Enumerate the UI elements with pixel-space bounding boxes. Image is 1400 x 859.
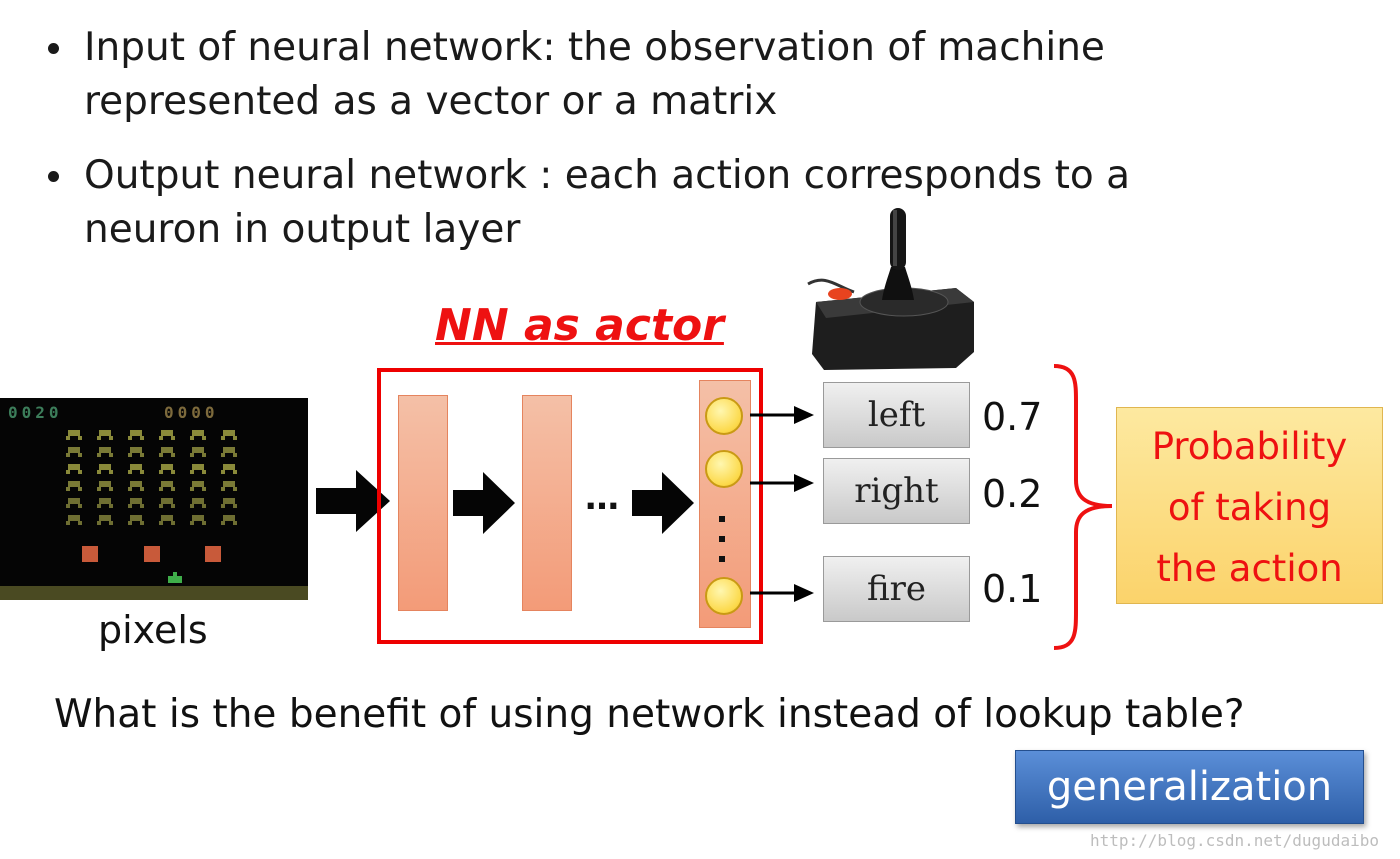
action-label: left <box>867 395 926 435</box>
invader-icon <box>190 515 206 525</box>
bullet-1: Input of neural network: the observation… <box>84 21 1284 129</box>
nn-actor-title: NN as actor <box>435 300 724 351</box>
invader-icon <box>159 430 175 440</box>
probability-right: 0.2 <box>982 472 1043 516</box>
invader-icon <box>190 498 206 508</box>
curly-brace-icon <box>1053 364 1113 650</box>
invader-icon <box>159 464 175 474</box>
game-screen-image: 0020 0000 <box>0 398 308 600</box>
output-neuron-fire <box>705 577 743 615</box>
bullet-1-line2: represented as a vector or a matrix <box>84 79 778 124</box>
invader-icon <box>66 464 82 474</box>
output-neuron-right <box>705 450 743 488</box>
invader-icon <box>128 498 144 508</box>
shields <box>82 546 221 562</box>
invader-icon <box>159 447 175 457</box>
arrow-icon <box>316 470 390 532</box>
invader-icon <box>66 447 82 457</box>
action-label: fire <box>866 569 927 609</box>
invader-icon <box>66 515 82 525</box>
arrow-icon <box>632 472 694 534</box>
invader-icon <box>221 498 237 508</box>
layer-ellipsis: … <box>585 478 619 518</box>
arrow-icon <box>750 406 814 424</box>
action-left-box: left <box>823 382 970 448</box>
invader-icon <box>159 498 175 508</box>
player-cannon <box>168 572 182 583</box>
bullet-2-line1: Output neural network : each action corr… <box>84 153 1131 198</box>
action-right-box: right <box>823 458 970 524</box>
invader-icon <box>190 447 206 457</box>
nn-box <box>377 368 763 644</box>
action-fire-box: fire <box>823 556 970 622</box>
probability-box: Probability of taking the action <box>1116 407 1383 604</box>
invader-icon <box>221 481 237 491</box>
arrow-icon <box>750 474 814 492</box>
bullet-dot <box>48 171 59 182</box>
invader-icon <box>97 430 113 440</box>
probability-box-line2: of taking <box>1167 486 1332 529</box>
arrow-icon <box>453 472 515 534</box>
invader-icon <box>66 498 82 508</box>
invader-icon <box>221 464 237 474</box>
probability-box-line1: Probability <box>1151 425 1348 468</box>
arrow-icon <box>750 584 814 602</box>
invader-icon <box>97 481 113 491</box>
invader-icon <box>128 481 144 491</box>
action-label: right <box>854 471 939 511</box>
hidden-layer-1 <box>398 395 448 611</box>
invader-icon <box>97 447 113 457</box>
invader-icon <box>221 447 237 457</box>
probability-left: 0.7 <box>982 395 1043 439</box>
invader-icon <box>97 464 113 474</box>
invader-icon <box>128 515 144 525</box>
score-right: 0000 <box>164 403 219 422</box>
invader-icon <box>97 515 113 525</box>
probability-box-line3: the action <box>1156 547 1343 590</box>
bullet-dot <box>48 43 59 54</box>
invader-icon <box>66 430 82 440</box>
watermark: http://blog.csdn.net/dugudaibo <box>1090 831 1379 850</box>
score-left: 0020 <box>8 403 63 422</box>
invader-icon <box>128 430 144 440</box>
invader-icon <box>128 447 144 457</box>
invader-icon <box>190 464 206 474</box>
invader-icon <box>97 498 113 508</box>
invader-icon <box>128 464 144 474</box>
probability-fire: 0.1 <box>982 567 1043 611</box>
output-neuron-left <box>705 397 743 435</box>
vertical-ellipsis-icon <box>719 516 725 562</box>
invader-icon <box>159 515 175 525</box>
bullet-1-line1: Input of neural network: the observation… <box>84 25 1105 70</box>
hidden-layer-2 <box>522 395 572 611</box>
invader-icon <box>66 481 82 491</box>
bullet-2: Output neural network : each action corr… <box>84 149 1284 257</box>
invader-icon <box>159 481 175 491</box>
invader-icon <box>221 430 237 440</box>
invader-icon <box>190 430 206 440</box>
question-text: What is the benefit of using network ins… <box>54 692 1245 737</box>
invader-icon <box>190 481 206 491</box>
invader-grid <box>66 430 237 525</box>
pixels-label: pixels <box>98 608 208 652</box>
joystick-icon <box>807 208 974 370</box>
bullet-2-line2: neuron in output layer <box>84 207 521 252</box>
invader-icon <box>221 515 237 525</box>
generalization-button[interactable]: generalization <box>1015 750 1364 824</box>
